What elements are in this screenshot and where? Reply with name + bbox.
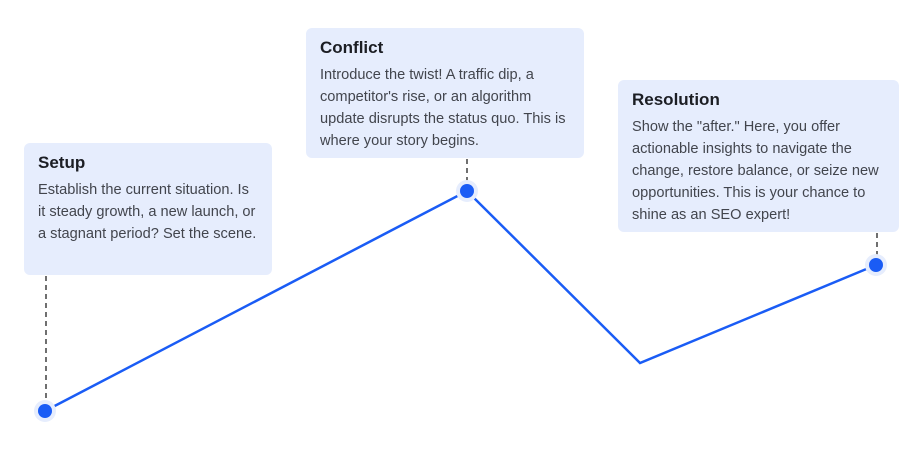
setup-point (34, 400, 56, 422)
resolution-point (865, 254, 887, 276)
conflict-text: Introduce the twist! A traffic dip, a co… (320, 67, 566, 149)
setup-title: Setup (38, 153, 86, 172)
setup-card: Setup Establish the current situation. I… (24, 143, 272, 275)
setup-text: Establish the current situation. Is it s… (38, 182, 257, 242)
conflict-title: Conflict (320, 38, 384, 57)
story-line (44, 189, 877, 413)
resolution-card: Resolution Show the "after." Here, you o… (618, 80, 899, 232)
conflict-point (456, 180, 478, 202)
resolution-text: Show the "after." Here, you offer action… (632, 119, 879, 223)
resolution-title: Resolution (632, 90, 720, 109)
conflict-card: Conflict Introduce the twist! A traffic … (306, 28, 584, 158)
